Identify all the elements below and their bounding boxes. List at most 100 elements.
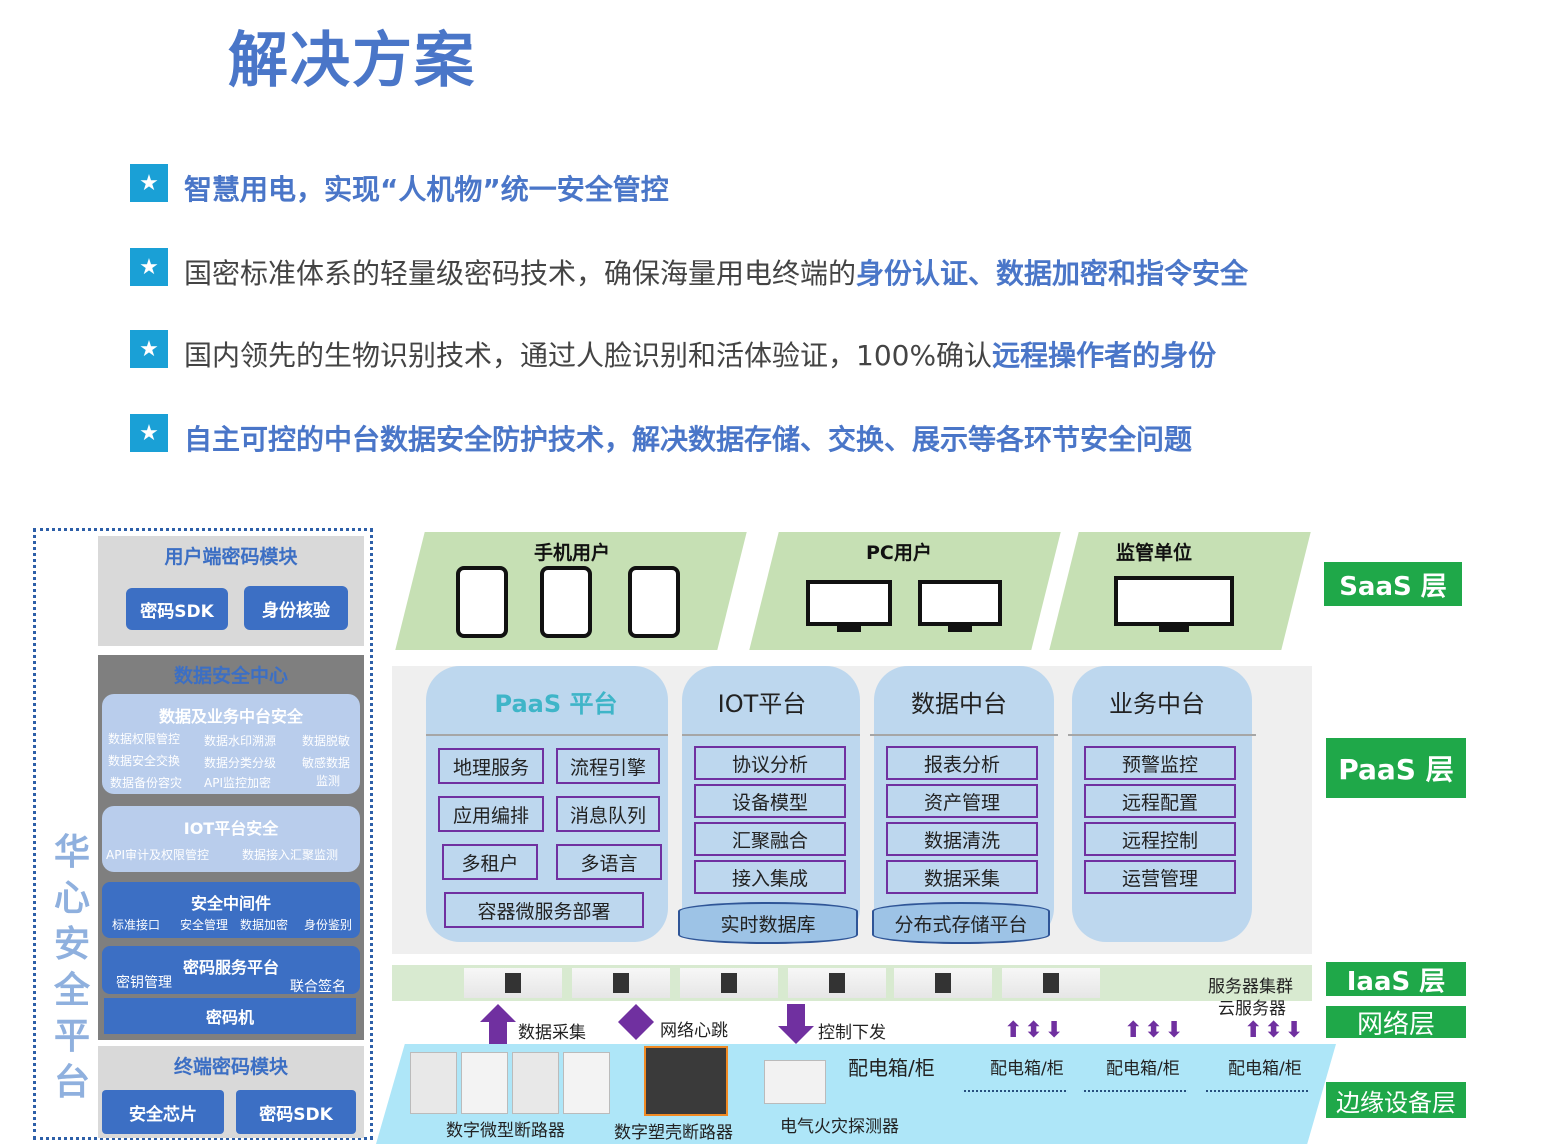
biz-item: 预警监控 [1084,746,1236,780]
arrow-down-icon [778,1004,814,1044]
arrow-up-icon [480,1004,516,1044]
distributed-storage-cylinder: 分布式存储平台 [872,902,1050,944]
middleware-item: 数据加密 [240,918,289,932]
data-middle-title: 数据中台 [911,690,1007,718]
divider [426,734,668,736]
terminal-crypto-title: 终端密码模块 [173,1056,288,1078]
mccb-label: 数字塑壳断路器 [614,1123,733,1143]
middleware-item: 标准接口 [112,918,161,932]
bullet-text: 国密标准体系的轻量级密码技术，确保海量用电终端的身份认证、数据加密和指令安全 [184,252,1248,292]
biz-item: 敏感数据 [302,756,351,770]
mccb-device-icon [644,1046,728,1116]
arrow-both-icon [618,1004,654,1040]
distribution-box-label: 配电箱/柜 [990,1059,1064,1079]
iot-security-title: IOT平台安全 [183,819,279,838]
crypto-item: 密钥管理 [116,975,172,991]
server-icon [464,968,562,998]
crypto-machine: 密码机 [104,998,356,1034]
bullet-text: 智慧用电，实现“人机物”统一安全管控 [184,168,669,208]
paas-item: 流程引擎 [556,748,660,784]
iot-item: 接入集成 [694,860,846,894]
page-title: 解决方案 [228,26,476,96]
phone-icon [540,566,592,638]
identity-verify-button[interactable]: 身份核验 [244,586,348,630]
star-icon: ★ [130,414,168,452]
middleware-title: 安全中间件 [190,894,271,913]
star-icon: ★ [130,248,168,286]
phone-icon [456,566,508,638]
biz-security-card: 数据及业务中台安全 数据权限管控 数据水印溯源 数据脱敏 数据安全交换 数据分类… [102,694,360,794]
fire-detector-icon [764,1060,826,1104]
iot-security-card: IOT平台安全 API审计及权限管控 数据接入汇聚监测 [102,806,360,872]
biz-item: API监控加密 [204,776,271,790]
iot-item: 汇聚融合 [694,822,846,856]
bullet-normal: 国密标准体系的轻量级密码技术，确保海量用电终端的 [184,257,857,290]
data-item: 资产管理 [886,784,1038,818]
data-security-center-title: 数据安全中心 [173,665,288,687]
monitor-icon [1114,576,1234,632]
data-item: 数据采集 [886,860,1038,894]
bullet-text: 国内领先的生物识别技术，通过人脸识别和活体验证，100%确认远程操作者的身份 [184,334,1216,374]
distribution-box-label: 配电箱/柜 [1228,1059,1302,1079]
middleware-item: 身份鉴别 [304,918,353,932]
control-label: 控制下发 [818,1023,886,1043]
crypto-service-title: 密码服务平台 [182,958,279,977]
crypto-machine-label: 密码机 [205,1008,254,1027]
monitor-icon [806,580,892,632]
data-item: 数据清洗 [886,822,1038,856]
biz-item: 数据备份容灾 [110,776,183,790]
biz-item: 监测 [316,774,341,788]
fire-detector-label: 电气火灾探测器 [780,1117,899,1137]
realtime-db-cylinder: 实时数据库 [678,902,858,944]
server-icon [572,968,670,998]
user-crypto-title: 用户端密码模块 [164,546,298,568]
network-layer-tag: 网络层 [1326,1006,1466,1040]
data-collect-label: 数据采集 [518,1023,586,1043]
paas-item: 消息队列 [556,796,660,832]
distribution-box-label: 配电箱/柜 [1106,1059,1180,1079]
iot-platform-title: IOT平台 [717,690,807,718]
bullet-highlight: 远程操作者的身份 [992,339,1217,372]
heartbeat-label: 网络心跳 [660,1021,728,1041]
biz-item: 运营管理 [1084,860,1236,894]
device-chain-icon [1084,1090,1186,1092]
star-icon: ★ [130,330,168,368]
biz-item: 数据分类分级 [204,756,277,770]
iot-item: 设备模型 [694,784,846,818]
iot-item: 数据接入汇聚监测 [242,848,339,862]
bullet-highlight: 身份认证、数据加密和指令安全 [856,257,1249,290]
terminal-crypto-module: 终端密码模块 安全芯片 密码SDK [98,1046,364,1138]
monitor-icon [918,580,1002,632]
middleware-item: 安全管理 [180,918,229,932]
server-cluster-label: 服务器集群 [1208,977,1293,997]
security-chip-button[interactable]: 安全芯片 [102,1090,224,1134]
paas-item: 地理服务 [438,748,544,784]
crypto-service-card: 密码服务平台 密钥管理 联合签名 [102,946,360,995]
terminal-sdk-button[interactable]: 密码SDK [236,1090,356,1134]
paas-item: 多租户 [442,844,538,880]
paas-layer-tag: PaaS 层 [1326,738,1466,798]
bullet-highlight: 智慧用电，实现“人机物”统一安全管控 [184,173,669,206]
pc-users-label: PC用户 [866,542,932,564]
edge-layer-tag: 边缘设备层 [1326,1082,1466,1118]
biz-item: 数据安全交换 [108,754,181,768]
breaker-device-icon [410,1052,610,1114]
updown-arrows-icon: ⬆⬍⬇ [1004,1018,1066,1043]
divider [870,734,1058,736]
sdk-button[interactable]: 密码SDK [126,588,228,630]
cloud-server-label: 云服务器 [1218,999,1286,1019]
bullet-highlight: 自主可控的中台数据安全防护技术，解决数据存储、交换、展示等各环节安全问题 [184,423,1193,456]
biz-item: 数据脱敏 [302,734,351,748]
updown-arrows-icon: ⬆⬍⬇ [1244,1018,1306,1043]
biz-item: 数据权限管控 [108,732,181,746]
server-icon [894,968,992,998]
security-platform-frame [33,528,373,1140]
paas-item: 容器微服务部署 [444,892,644,928]
device-chain-icon [964,1090,1066,1092]
iot-item: 协议分析 [694,746,846,780]
data-item: 报表分析 [886,746,1038,780]
paas-platform-title: PaaS 平台 [494,690,618,718]
biz-item: 远程配置 [1084,784,1236,818]
mobile-users-label: 手机用户 [534,542,611,564]
server-icon [1002,968,1100,998]
